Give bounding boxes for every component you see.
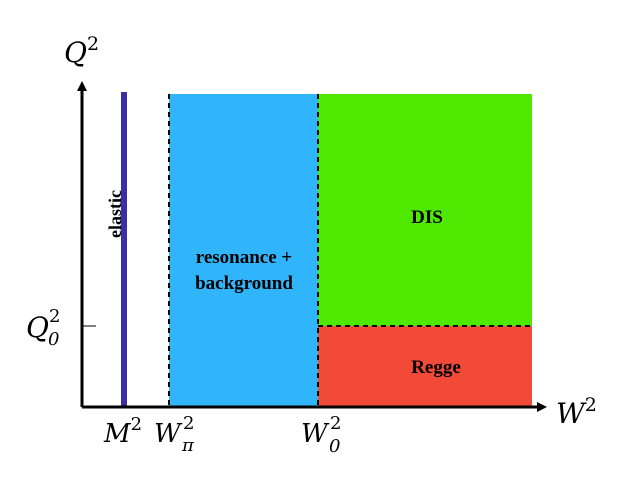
dis-region xyxy=(318,94,532,326)
w-pi-tick-sup: 2 xyxy=(183,413,194,434)
w-pi-tick-label: W xyxy=(154,419,183,449)
elastic-label: elastic xyxy=(105,190,125,238)
y-axis-label: Q2 xyxy=(64,33,99,69)
dis-label: DIS xyxy=(411,207,443,228)
w-pi-tick-sub: π xyxy=(181,435,195,456)
w0-tick-sub: 0 xyxy=(329,436,340,457)
resonance-label-line2: background xyxy=(195,273,293,294)
w0-tick-sup: 2 xyxy=(330,413,341,434)
x-axis-label: W2 xyxy=(556,394,597,430)
regge-label: Regge xyxy=(411,357,461,378)
q0-tick-label: Q xyxy=(26,311,49,344)
q0-tick-sup: 2 xyxy=(49,306,60,327)
elastic-line xyxy=(121,92,127,406)
resonance-region xyxy=(169,94,318,406)
regge-region xyxy=(318,326,532,406)
m2-tick-label: M2 xyxy=(103,414,142,449)
resonance-label-line1: resonance + xyxy=(196,247,293,268)
q0-tick-sub: 0 xyxy=(48,329,59,350)
w0-tick-label: W xyxy=(301,419,330,449)
